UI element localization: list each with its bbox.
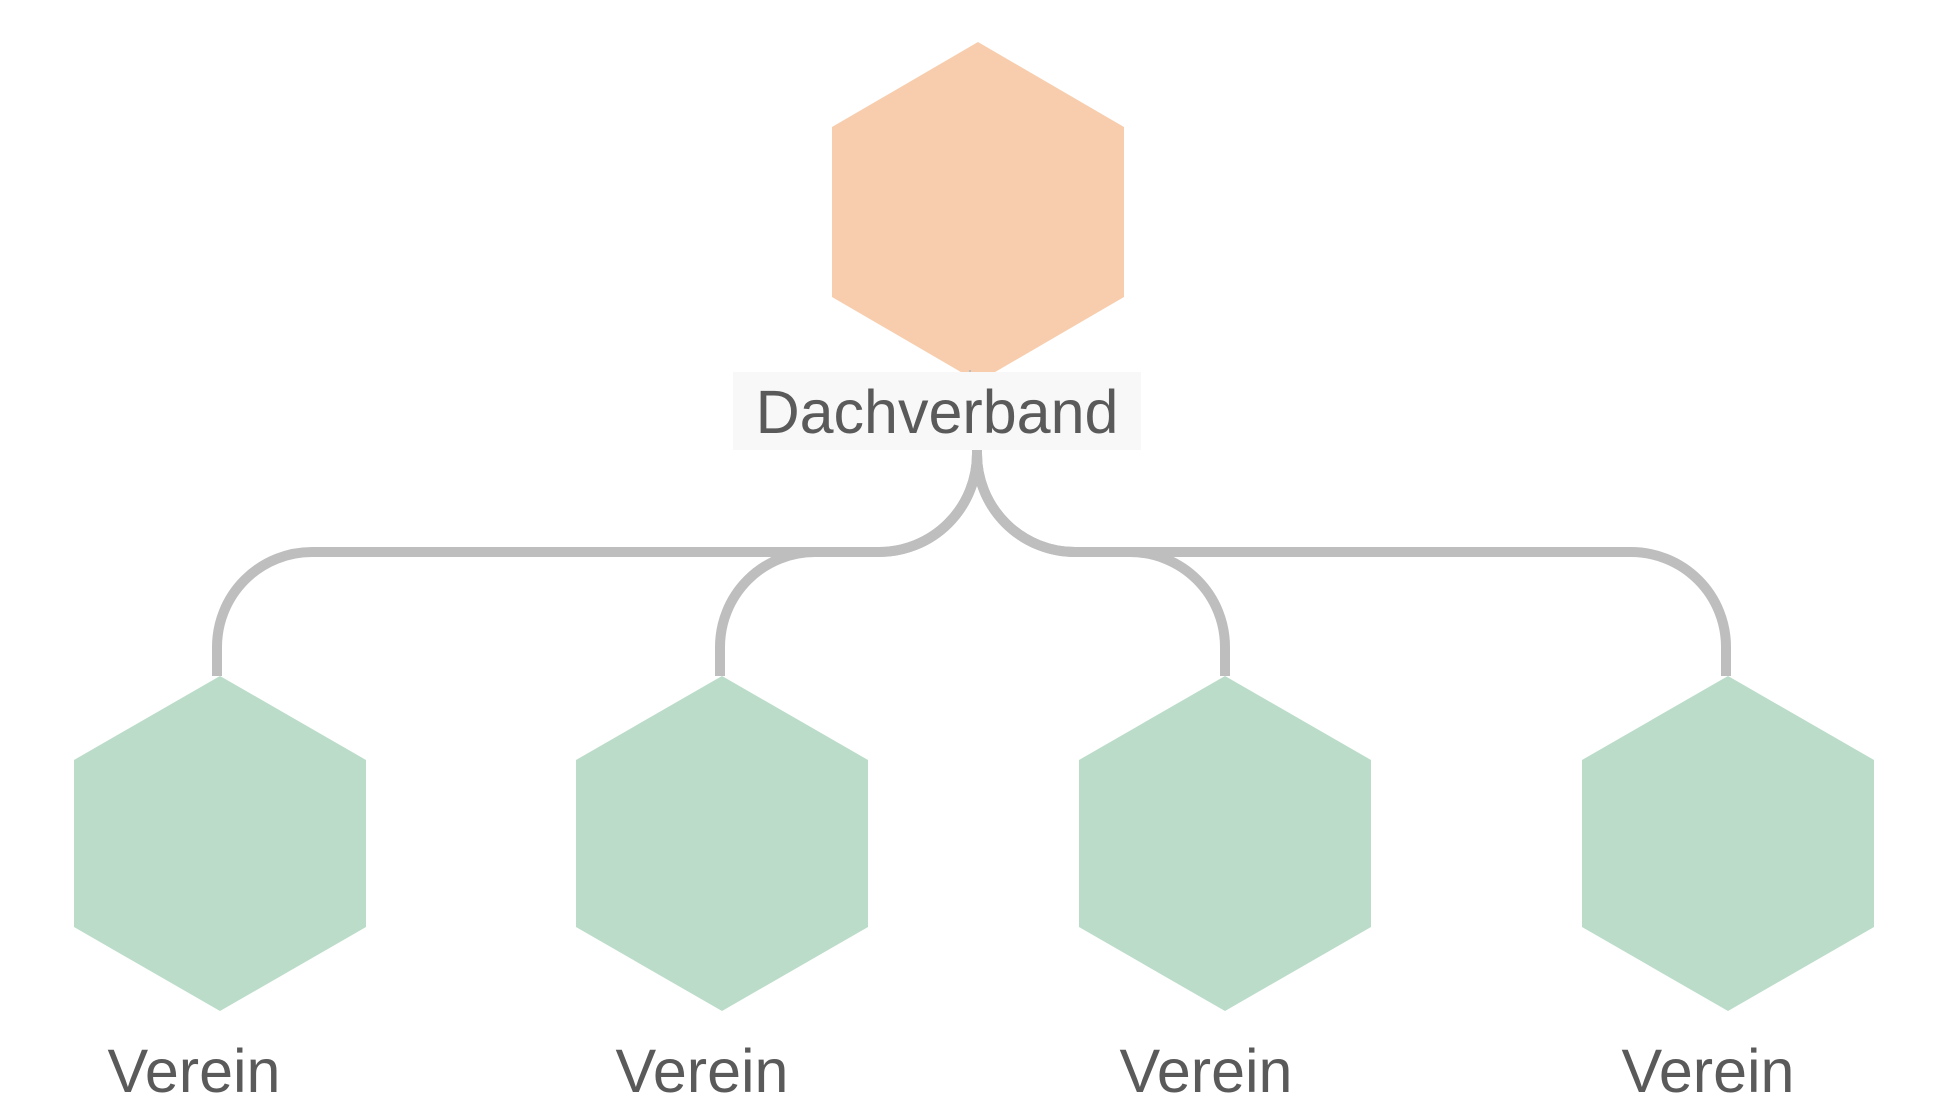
child-node-1: Verein xyxy=(74,676,366,1105)
child-hexagon xyxy=(576,676,868,1011)
root-label-background xyxy=(733,372,1141,450)
child-hexagon xyxy=(1079,676,1371,1011)
root-node: Dachverband xyxy=(733,42,1141,450)
child-node-4: Verein xyxy=(1582,676,1874,1105)
child-hexagon xyxy=(1582,676,1874,1011)
root-label: Dachverband xyxy=(756,378,1119,446)
connectors xyxy=(212,448,1731,676)
connector-2 xyxy=(715,448,982,676)
child-node-2: Verein xyxy=(576,676,868,1105)
child-label: Verein xyxy=(108,1037,281,1105)
child-hexagon xyxy=(74,676,366,1011)
connector-3 xyxy=(972,448,1230,676)
connector-1 xyxy=(212,448,982,676)
child-node-3: Verein xyxy=(1079,676,1371,1105)
root-hexagon xyxy=(832,42,1124,382)
child-label: Verein xyxy=(1120,1037,1293,1105)
child-label: Verein xyxy=(1622,1037,1795,1105)
child-label: Verein xyxy=(616,1037,789,1105)
connector-4 xyxy=(972,448,1731,676)
